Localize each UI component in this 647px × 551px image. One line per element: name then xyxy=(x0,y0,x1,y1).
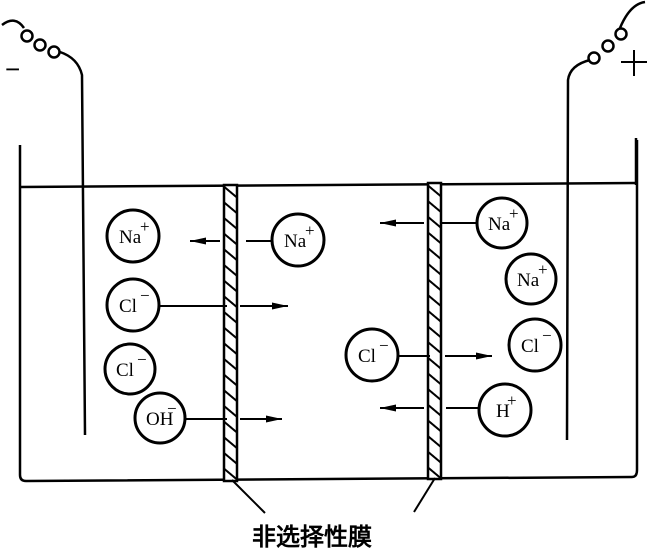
cathode-coil-loop xyxy=(47,45,61,59)
cathode-electrode: − xyxy=(1,19,87,436)
ion-circle xyxy=(103,342,157,396)
ion-circle xyxy=(475,196,529,250)
ion-symbol: Na xyxy=(488,214,511,235)
migration-arrow xyxy=(190,237,272,245)
ion-symbol: Cl xyxy=(119,296,137,317)
ion-symbol: OH xyxy=(146,409,174,430)
ion-circle xyxy=(133,391,187,445)
tank xyxy=(18,140,639,483)
ion-cl-left-2: Cl− xyxy=(103,342,157,396)
ion-cl-middle: Cl− xyxy=(344,327,400,383)
anode-sign xyxy=(621,50,647,76)
caption-leader-left xyxy=(231,479,266,514)
cathode-coil-loop xyxy=(33,38,47,52)
migration-arrow xyxy=(398,352,492,360)
arrows-layer xyxy=(160,219,492,423)
ion-charge: + xyxy=(140,217,150,236)
ion-circle xyxy=(105,208,161,264)
ion-charge: − xyxy=(137,350,147,369)
ion-symbol: Cl xyxy=(358,346,376,367)
membrane-right xyxy=(426,181,443,481)
cathode-coil-loop xyxy=(20,29,34,43)
arrowhead-icon xyxy=(380,404,396,412)
anode-wire xyxy=(565,0,646,441)
arrowhead-icon xyxy=(266,415,282,423)
anode-coil-loop xyxy=(587,51,601,65)
arrowhead-icon xyxy=(380,219,396,227)
arrowhead-icon xyxy=(190,237,206,245)
anode-coil-loop xyxy=(614,27,628,41)
ion-symbol: Na xyxy=(284,231,307,252)
membrane-left xyxy=(222,183,239,483)
ion-charge: + xyxy=(507,391,517,410)
ion-charge: − xyxy=(140,286,150,305)
ion-na-middle: Na+ xyxy=(270,212,326,268)
caption-leader-right xyxy=(413,477,436,513)
ion-symbol: Na xyxy=(119,227,142,248)
ion-charge: − xyxy=(167,399,177,418)
migration-arrow xyxy=(186,415,282,423)
ion-circle xyxy=(477,382,533,438)
migration-arrow xyxy=(380,404,479,412)
anode-electrode xyxy=(565,0,647,441)
ion-charge: + xyxy=(509,204,519,223)
ion-cl-left-1: Cl− xyxy=(105,277,161,333)
ion-circle xyxy=(504,252,558,306)
ion-h-right: H+ xyxy=(477,382,533,438)
cathode-wire xyxy=(1,19,87,436)
migration-arrow xyxy=(380,219,476,227)
liquid-level-line xyxy=(19,181,637,189)
tank-outline xyxy=(18,140,639,483)
ion-na-right-1: Na+ xyxy=(475,196,529,250)
migration-arrow xyxy=(160,302,288,310)
ion-charge: + xyxy=(305,221,315,240)
ion-symbol: Na xyxy=(517,270,540,291)
ion-charge: − xyxy=(542,326,552,345)
arrowhead-icon xyxy=(476,352,492,360)
ion-cl-right: Cl− xyxy=(507,317,563,373)
anode-coil-loop xyxy=(601,39,615,53)
ion-symbol: H xyxy=(496,401,510,422)
ion-symbol: Cl xyxy=(116,360,134,381)
ion-circle xyxy=(105,277,161,333)
ions-layer: Na+Cl−Cl−OH−Na+Cl−Na+Na+Cl−H+ xyxy=(103,196,563,445)
ion-charge: − xyxy=(379,336,389,355)
ion-symbol: Cl xyxy=(521,336,539,357)
ion-na-left: Na+ xyxy=(105,208,161,264)
ion-charge: + xyxy=(538,260,548,279)
ion-oh-left: OH− xyxy=(133,391,187,445)
membrane-caption: 非选择性膜 xyxy=(252,523,372,551)
cathode-sign: − xyxy=(5,54,20,84)
ion-circle xyxy=(507,317,563,373)
arrowhead-icon xyxy=(272,302,288,310)
ion-na-right-2: Na+ xyxy=(504,252,558,306)
